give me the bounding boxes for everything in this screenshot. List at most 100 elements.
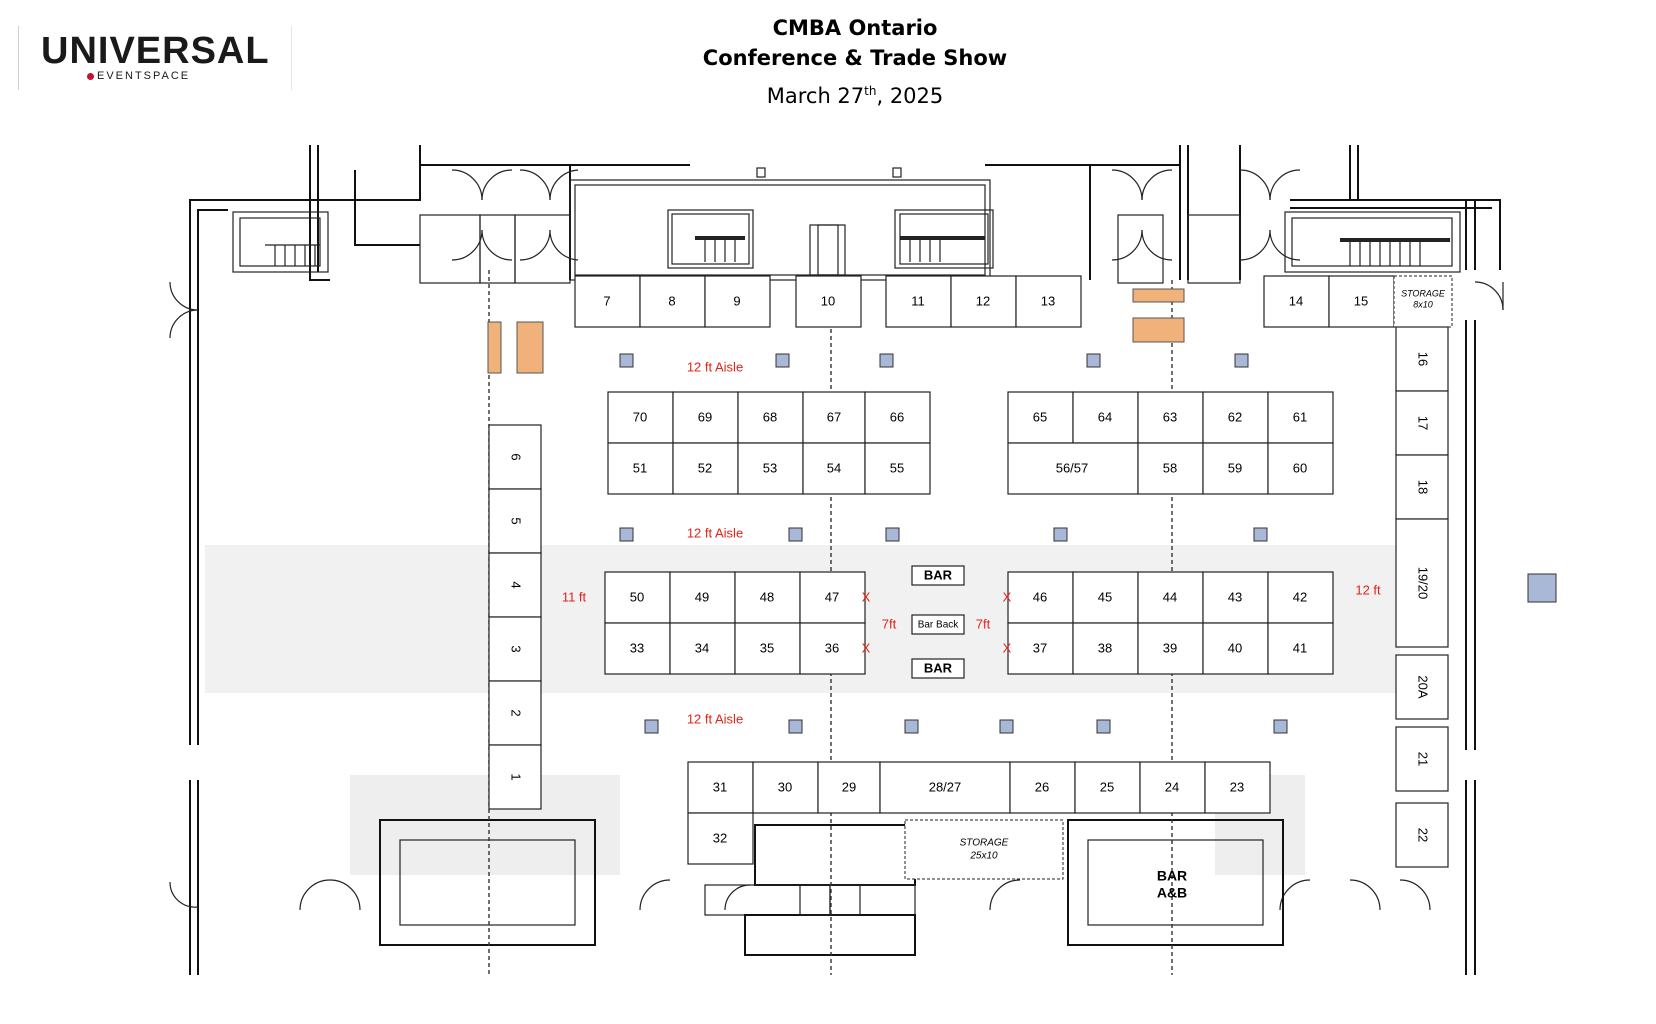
- booth-14-label: 14: [1289, 293, 1303, 308]
- booth-31[interactable]: [687, 761, 754, 814]
- booth-21[interactable]: [1395, 726, 1449, 792]
- storage-8x10-size: 8x10: [1413, 299, 1433, 309]
- booth-15[interactable]: [1328, 275, 1395, 328]
- column: [1053, 527, 1068, 542]
- booth-52[interactable]: [672, 442, 739, 495]
- booth-18[interactable]: [1395, 454, 1449, 520]
- booth-17[interactable]: [1395, 390, 1449, 456]
- booth-67[interactable]: [802, 391, 866, 444]
- booth-54-label: 54: [827, 460, 841, 475]
- booth-51-label: 51: [633, 460, 647, 475]
- booth-70[interactable]: [607, 391, 674, 444]
- booth-11-label: 11: [911, 293, 925, 308]
- booth-66[interactable]: [864, 391, 931, 444]
- column: [775, 353, 790, 368]
- booth-17-label: 17: [1416, 416, 1431, 430]
- booth-7-label: 7: [603, 293, 610, 308]
- booth-33[interactable]: [604, 622, 671, 675]
- column: [1234, 353, 1249, 368]
- booth-6-label: 6: [509, 453, 524, 460]
- booth-12-label: 12: [976, 293, 990, 308]
- booth-25[interactable]: [1074, 761, 1141, 814]
- bar-top[interactable]: [911, 565, 965, 586]
- booth-block-upper-left: 70 69 68 67 66 51 52 53 54 55: [607, 391, 931, 495]
- clearance-11ft: 11 ft: [562, 589, 587, 604]
- booth-6[interactable]: [488, 424, 542, 490]
- booth-12[interactable]: [950, 275, 1017, 328]
- booth-50[interactable]: [604, 571, 671, 624]
- booth-62[interactable]: [1202, 391, 1269, 444]
- booth-37[interactable]: [1007, 622, 1074, 675]
- booth-53-label: 53: [763, 460, 777, 475]
- booth-20A[interactable]: [1395, 654, 1449, 720]
- booth-61[interactable]: [1267, 391, 1334, 444]
- column: [904, 719, 919, 734]
- booth-10-label: 10: [821, 293, 835, 308]
- bar-top-label: BAR: [924, 567, 953, 582]
- booth-47[interactable]: [799, 571, 866, 624]
- bar-back[interactable]: [911, 614, 965, 635]
- event-subtitle: Conference & Trade Show: [702, 46, 1008, 70]
- booth-45-label: 45: [1098, 589, 1112, 604]
- booth-26[interactable]: [1009, 761, 1076, 814]
- booth-51[interactable]: [607, 442, 674, 495]
- booth-39[interactable]: [1137, 622, 1204, 675]
- booth-59-label: 59: [1228, 460, 1242, 475]
- booth-28-27[interactable]: [879, 761, 1011, 814]
- booth-56-57[interactable]: [1007, 442, 1139, 495]
- booth-40[interactable]: [1202, 622, 1269, 675]
- booth-23[interactable]: [1204, 761, 1271, 814]
- column: [999, 719, 1014, 734]
- booth-16[interactable]: [1395, 326, 1449, 392]
- booth-63[interactable]: [1137, 391, 1204, 444]
- booth-9[interactable]: [704, 275, 771, 328]
- booth-29[interactable]: [817, 761, 881, 814]
- clearance-12ft: 12 ft: [1355, 582, 1381, 597]
- booth-4-label: 4: [509, 581, 524, 588]
- booth-60[interactable]: [1267, 442, 1334, 495]
- booth-36[interactable]: [799, 622, 866, 675]
- booth-19-20[interactable]: [1395, 518, 1449, 648]
- booth-7[interactable]: [574, 275, 641, 328]
- booth-4[interactable]: [488, 552, 542, 618]
- booth-3[interactable]: [488, 616, 542, 682]
- booth-13[interactable]: [1015, 275, 1082, 328]
- tables: [487, 288, 1185, 374]
- booth-68[interactable]: [737, 391, 804, 444]
- booth-42[interactable]: [1267, 571, 1334, 624]
- booth-45[interactable]: [1072, 571, 1139, 624]
- date-suffix: th: [864, 84, 877, 98]
- booth-24[interactable]: [1139, 761, 1206, 814]
- booth-5[interactable]: [488, 488, 542, 554]
- booth-58-label: 58: [1163, 460, 1177, 475]
- booth-29-label: 29: [842, 779, 856, 794]
- booth-10[interactable]: [795, 275, 862, 328]
- booth-59[interactable]: [1202, 442, 1269, 495]
- booth-8[interactable]: [639, 275, 706, 328]
- booth-70-label: 70: [633, 409, 647, 424]
- booth-69[interactable]: [672, 391, 739, 444]
- booth-2-label: 2: [509, 709, 524, 716]
- bar-bottom[interactable]: [911, 658, 965, 679]
- booth-55[interactable]: [864, 442, 931, 495]
- booth-35-label: 35: [760, 640, 774, 655]
- booth-32[interactable]: [687, 812, 754, 865]
- booth-64[interactable]: [1072, 391, 1139, 444]
- booth-39-label: 39: [1163, 640, 1177, 655]
- booth-65[interactable]: [1007, 391, 1074, 444]
- booth-46[interactable]: [1007, 571, 1074, 624]
- booth-1[interactable]: [488, 744, 542, 810]
- booth-49-label: 49: [695, 589, 709, 604]
- booth-14[interactable]: [1263, 275, 1330, 328]
- booth-2[interactable]: [488, 680, 542, 746]
- date-main: March 27: [766, 84, 865, 108]
- booth-35[interactable]: [734, 622, 801, 675]
- table: [487, 321, 502, 374]
- bar-bottom-label: BAR: [924, 660, 953, 675]
- booth-66-label: 66: [890, 409, 904, 424]
- booth-56-57-label: 56/57: [1056, 460, 1089, 475]
- booth-41[interactable]: [1267, 622, 1334, 675]
- booth-22[interactable]: [1395, 802, 1449, 868]
- booth-53[interactable]: [737, 442, 804, 495]
